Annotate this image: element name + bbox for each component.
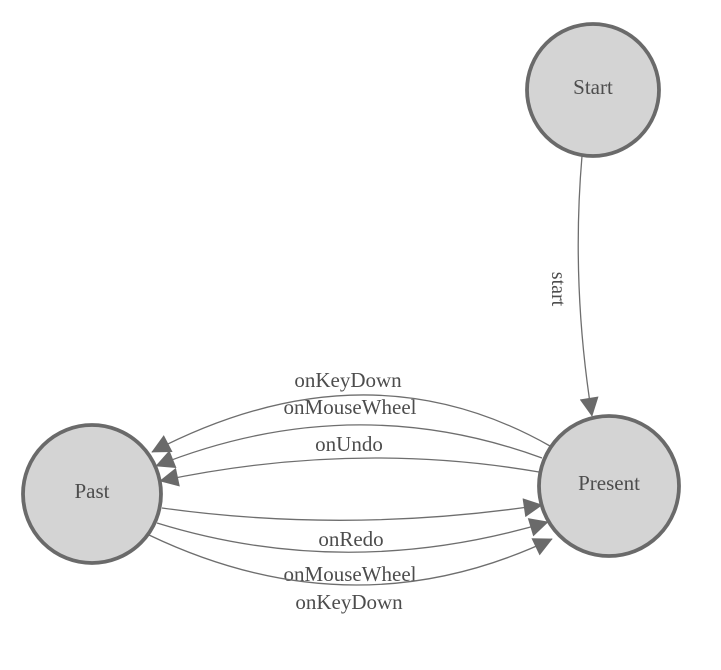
transition-edge-start-to-present[interactable] — [577, 155, 599, 417]
state-label-start: Start — [573, 75, 613, 99]
transition-label-past-to-present-onkeydown: onKeyDown — [295, 590, 403, 614]
state-circle-present[interactable] — [537, 414, 681, 558]
state-node-past[interactable]: Past — [21, 423, 163, 565]
state-circle-past[interactable] — [21, 423, 163, 565]
transition-edge-past-to-present-onmousewheel[interactable] — [156, 518, 549, 553]
transition-label-past-to-present-onmousewheel: onMouseWheel — [284, 562, 417, 586]
transition-edge-present-to-past-onkeydown[interactable] — [151, 394, 551, 453]
transition-label-start-to-present: start — [547, 272, 569, 307]
transition-label-present-to-past-onkeydown: onKeyDown — [294, 368, 402, 392]
state-node-start[interactable]: Start — [525, 22, 661, 158]
transition-label-past-to-present-onredo: onRedo — [318, 527, 383, 551]
edges-layer: start onKeyDown onMouseWheel onUndo onRedo on… — [148, 155, 599, 614]
transition-label-present-to-past-onundo: onUndo — [315, 432, 383, 456]
state-node-present[interactable]: Present — [537, 414, 681, 558]
transition-edge-present-to-past-onmousewheel[interactable] — [155, 424, 543, 469]
transition-edge-past-to-present-onkeydown[interactable] — [148, 534, 553, 586]
state-label-past: Past — [74, 479, 109, 503]
state-label-present: Present — [578, 471, 640, 495]
state-circle-start[interactable] — [525, 22, 661, 158]
transition-label-present-to-past-onmousewheel: onMouseWheel — [284, 395, 417, 419]
transition-edge-past-to-present-onredo[interactable] — [161, 498, 543, 521]
transition-edge-present-to-past-onundo[interactable] — [159, 457, 540, 487]
